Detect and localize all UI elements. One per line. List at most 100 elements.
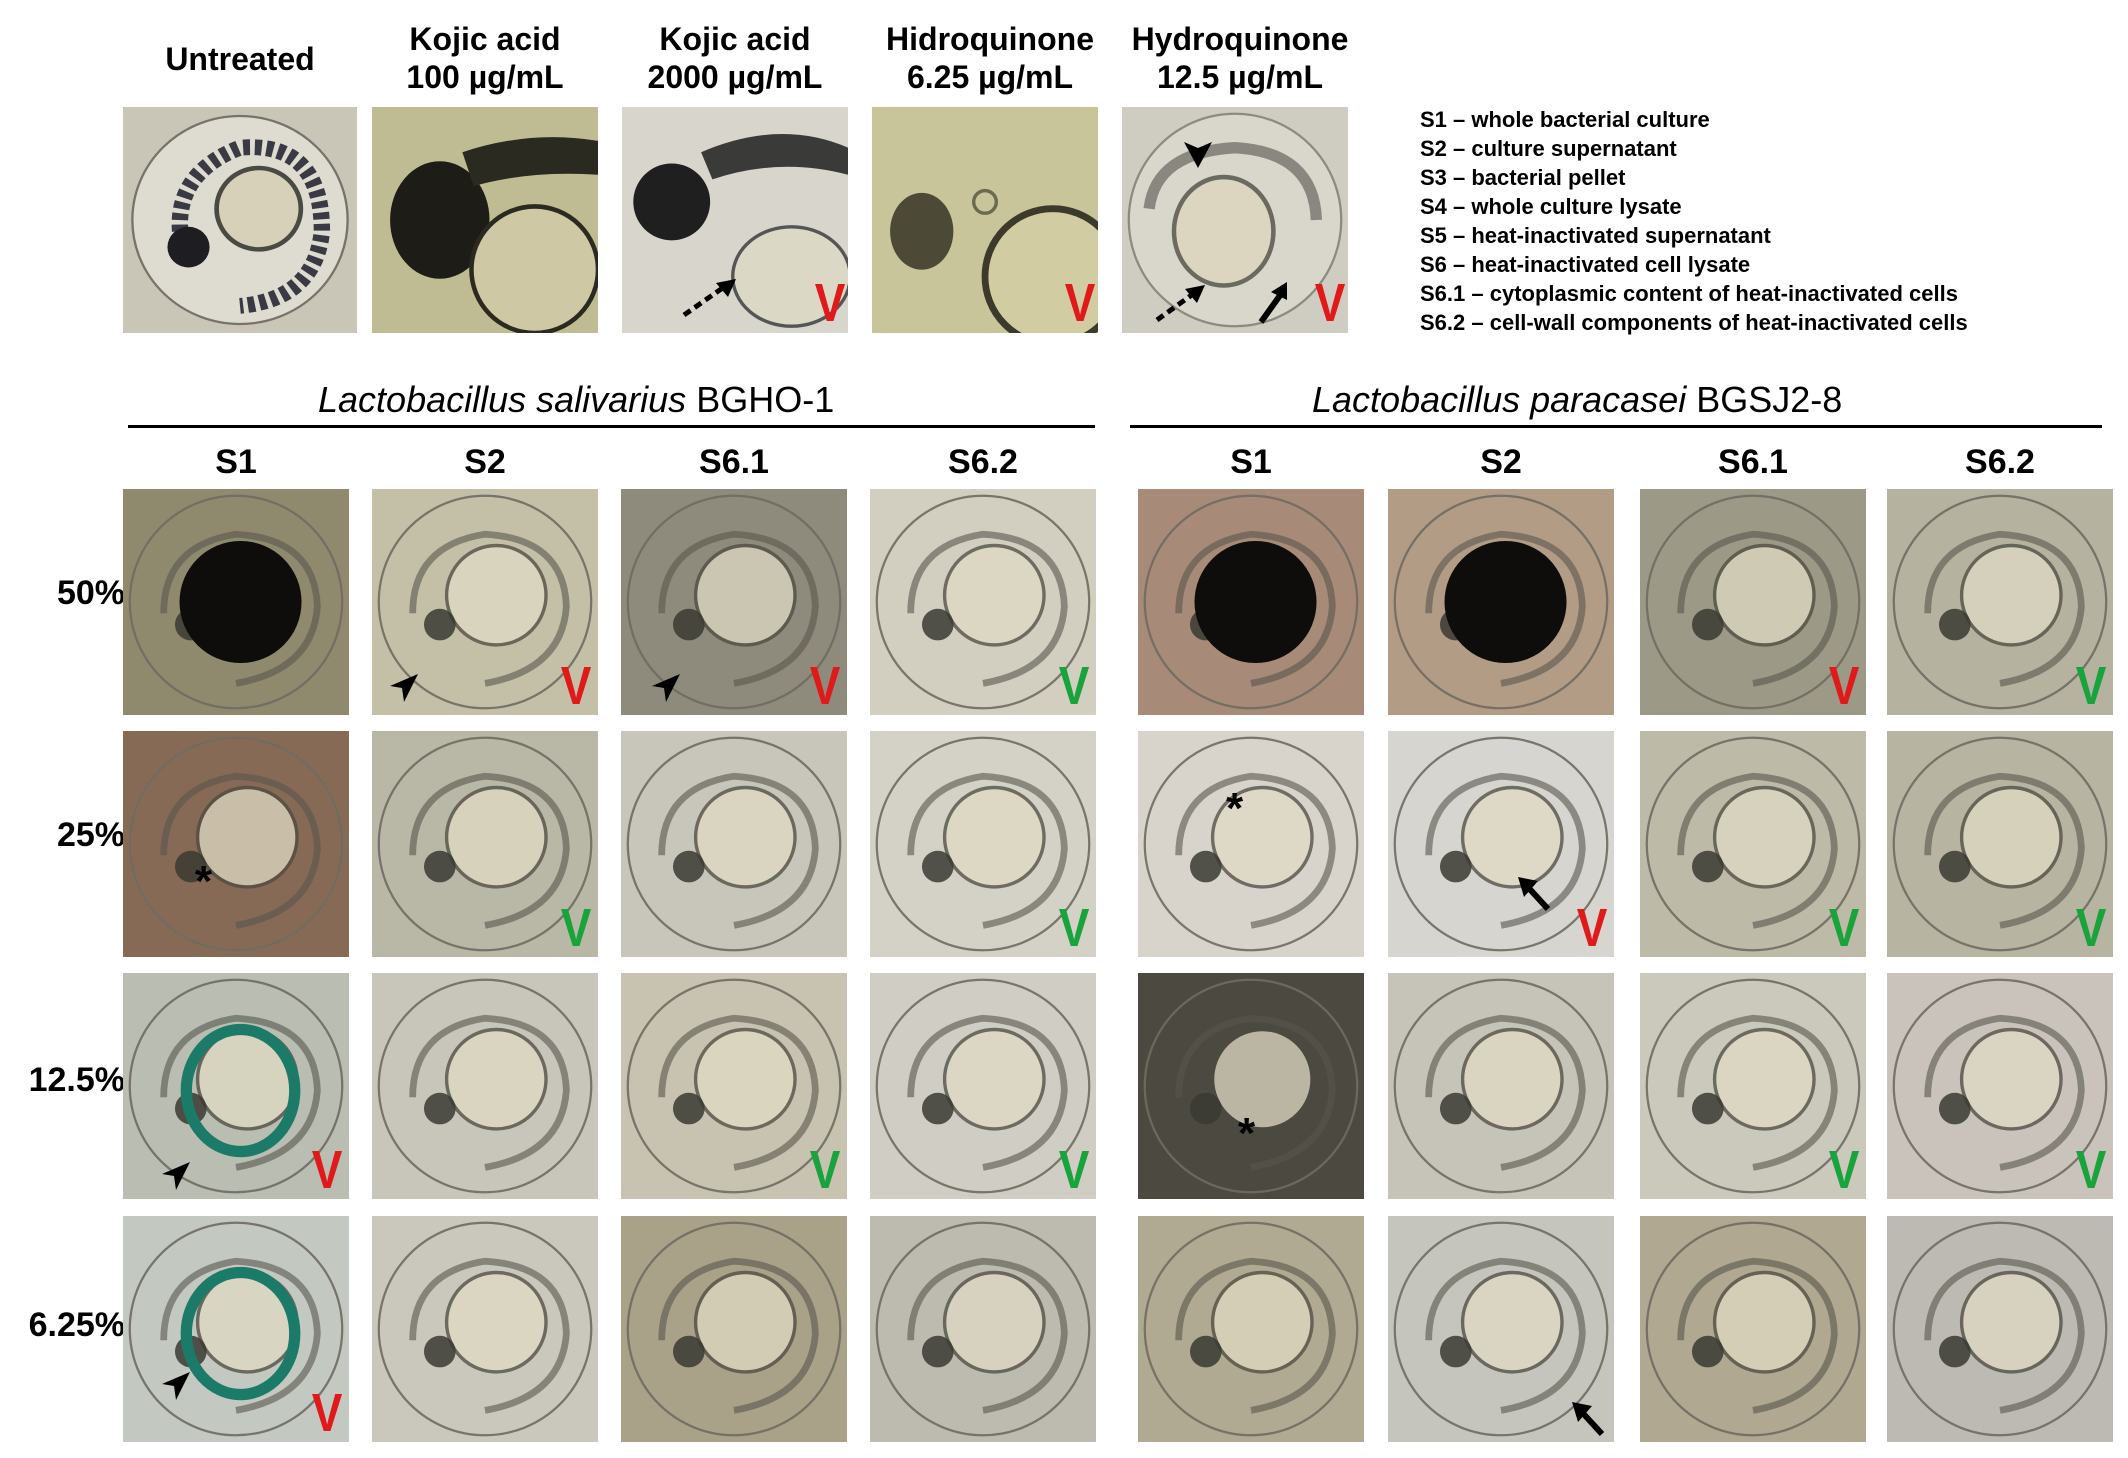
column-header: S2	[464, 443, 506, 481]
solid-arrow-icon	[1572, 1402, 1605, 1436]
embryo-photo	[1640, 731, 1866, 957]
solid-arrow-icon	[1518, 877, 1551, 911]
asterisk-marker: *	[195, 857, 213, 906]
strain-name: BGHO-1	[686, 379, 835, 420]
embryo-photo	[621, 973, 847, 1199]
photo-kojic-100	[372, 107, 598, 333]
photo-kojic-2000	[622, 107, 848, 333]
embryo-photo	[1138, 973, 1364, 1199]
column-header: S1	[215, 443, 257, 481]
check-mark-red: V	[311, 1140, 343, 1200]
check-mark-green: V	[2075, 656, 2107, 716]
column-header: S6.2	[948, 443, 1018, 481]
dashed-arrow-icon	[1155, 285, 1205, 323]
check-mark-green: V	[2075, 1140, 2107, 1200]
arrowhead-icon	[390, 674, 418, 702]
legend: S1 – whole bacterial culture S2 – cultur…	[1420, 105, 1968, 337]
embryo-photo	[870, 1216, 1096, 1442]
photo-untreated	[123, 107, 357, 333]
embryo-photo	[870, 731, 1096, 957]
check-mark-red: V	[560, 656, 592, 716]
check-mark-red: V	[1576, 898, 1608, 958]
legend-item: S6.2 – cell-wall components of heat-inac…	[1420, 310, 1968, 335]
check-mark-red: V	[1064, 273, 1096, 333]
group-title-paracasei: Lactobacillus paracasei BGSJ2-8	[1312, 378, 1842, 422]
embryo-photo	[1640, 973, 1866, 1199]
group-underline	[128, 425, 1095, 428]
check-mark-green: V	[809, 1140, 841, 1200]
legend-item: S3 – bacterial pellet	[1420, 165, 1626, 190]
check-mark-red: V	[1314, 273, 1346, 333]
embryo-photo	[1138, 731, 1364, 957]
embryo-photo	[621, 731, 847, 957]
check-mark-green: V	[1828, 898, 1860, 958]
check-mark-red: V	[809, 656, 841, 716]
embryo-photo	[1887, 1216, 2113, 1442]
embryo-photo	[1138, 1216, 1364, 1442]
photo-hydroquinone-12-5	[1122, 107, 1348, 333]
embryo-photo	[870, 489, 1096, 715]
asterisk-marker: *	[1238, 1109, 1256, 1158]
group-underline	[1130, 425, 2102, 428]
column-header: S6.1	[1718, 443, 1788, 481]
asterisk-marker: *	[1226, 784, 1244, 833]
embryo-photo	[123, 489, 349, 715]
strain-name: BGSJ2-8	[1686, 379, 1843, 420]
embryo-photo	[1388, 973, 1614, 1199]
legend-item: S6.1 – cytoplasmic content of heat-inact…	[1420, 281, 1958, 306]
arrowhead-icon	[162, 1372, 190, 1400]
arrowhead-icon	[162, 1162, 190, 1190]
check-mark-red: V	[1828, 656, 1860, 716]
check-mark-green: V	[1828, 1140, 1860, 1200]
check-mark-red: V	[311, 1383, 343, 1443]
embryo-photo	[621, 489, 847, 715]
column-header: S6.2	[1965, 443, 2035, 481]
check-mark-green: V	[1058, 656, 1090, 716]
check-mark-green: V	[560, 898, 592, 958]
label-kojic-100: Kojic acid 100 µg/mL	[406, 21, 564, 95]
solid-arrow-icon	[1258, 282, 1287, 324]
row-header: 25%	[56, 816, 125, 854]
dashed-arrow-icon	[682, 279, 736, 318]
legend-item: S2 – culture supernatant	[1420, 136, 1677, 161]
arrowhead-icon	[652, 674, 680, 702]
photo-hidroquinone-6-25	[872, 107, 1098, 333]
column-header: S1	[1230, 443, 1272, 481]
embryo-photo	[1887, 973, 2113, 1199]
check-mark-green: V	[1058, 898, 1090, 958]
embryo-photo	[1388, 731, 1614, 957]
embryo-photo	[1887, 489, 2113, 715]
check-mark-red: V	[814, 273, 846, 333]
embryo-photo	[372, 489, 598, 715]
embryo-photo	[1887, 731, 2113, 957]
embryo-photo	[1138, 489, 1364, 715]
embryo-photo	[372, 973, 598, 1199]
embryo-photo	[1388, 1216, 1614, 1442]
column-header: S6.1	[699, 443, 769, 481]
arrowhead-icon	[1184, 142, 1212, 168]
legend-item: S6 – heat-inactivated cell lysate	[1420, 252, 1751, 277]
group-title-salivarius: Lactobacillus salivarius BGHO-1	[318, 378, 834, 422]
embryo-photo	[870, 973, 1096, 1199]
label-hidroquinone-6-25: Hidroquinone 6.25 µg/mL	[886, 21, 1094, 95]
embryo-photo	[123, 973, 349, 1199]
species-name: Lactobacillus paracasei	[1312, 379, 1687, 420]
check-mark-green: V	[2075, 898, 2107, 958]
row-header: 12.5%	[28, 1061, 125, 1099]
embryo-photo	[621, 1216, 847, 1442]
legend-item: S5 – heat-inactivated supernatant	[1420, 223, 1771, 248]
embryo-photo	[1388, 489, 1614, 715]
embryo-photo	[372, 1216, 598, 1442]
species-name: Lactobacillus salivarius	[318, 379, 687, 420]
row-header: 6.25%	[28, 1306, 125, 1344]
check-mark-green: V	[1058, 1140, 1090, 1200]
row-header: 50%	[56, 574, 125, 612]
embryo-photo	[123, 731, 349, 957]
label-hydroquinone-12-5: Hydroquinone 12.5 µg/mL	[1131, 21, 1349, 95]
legend-item: S1 – whole bacterial culture	[1420, 107, 1710, 132]
legend-item: S4 – whole culture lysate	[1420, 194, 1682, 219]
embryo-photo	[1640, 1216, 1866, 1442]
label-kojic-2000: Kojic acid 2000 µg/mL	[647, 21, 823, 95]
embryo-photo	[1640, 489, 1866, 715]
embryo-photo	[372, 731, 598, 957]
